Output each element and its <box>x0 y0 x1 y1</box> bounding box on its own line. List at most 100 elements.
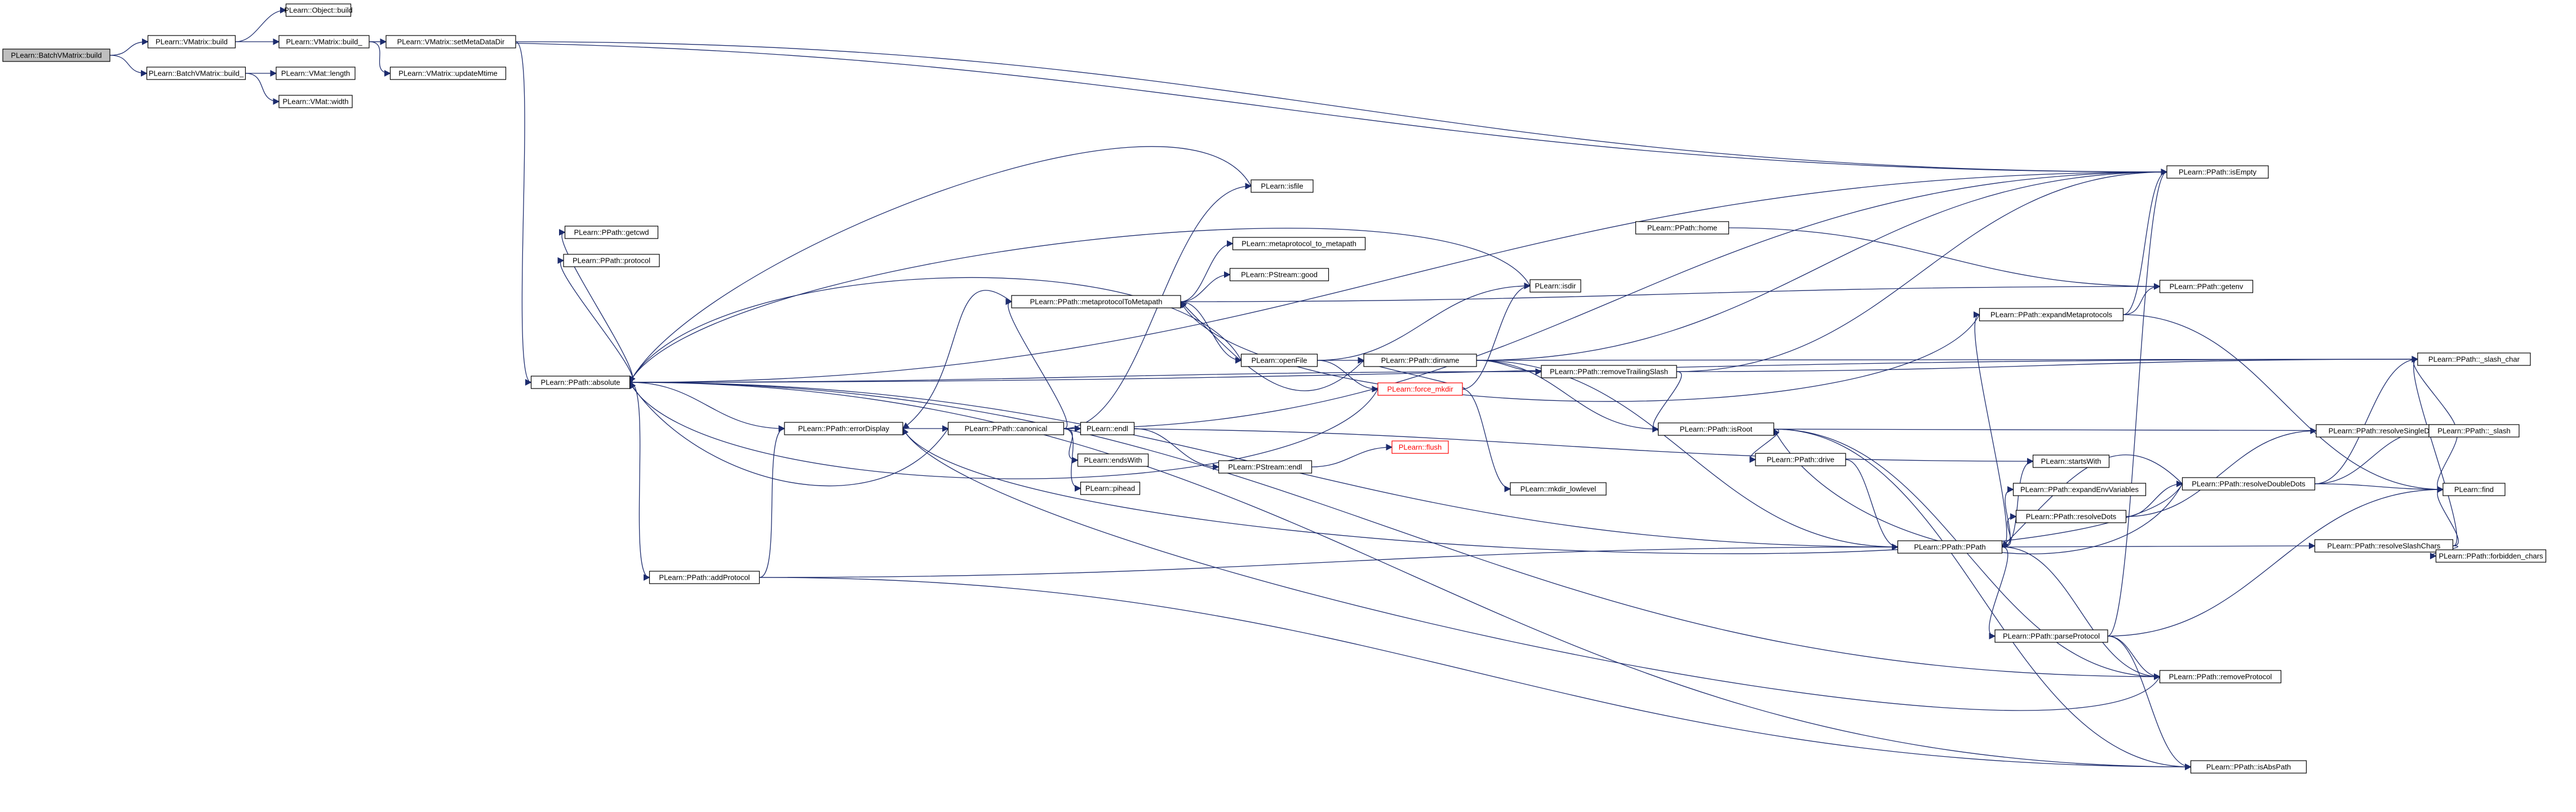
function-node-label: PLearn::pihead <box>1085 484 1135 493</box>
function-node[interactable]: PLearn::startsWith <box>2032 454 2110 468</box>
function-node[interactable]: PLearn::find <box>2442 483 2506 496</box>
function-node[interactable]: PLearn::isfile <box>1251 179 1314 193</box>
function-node[interactable]: PLearn::VMat::length <box>276 67 356 80</box>
function-node[interactable]: PLearn::PPath::resolveDots <box>2015 510 2127 523</box>
function-node-box <box>1218 460 1313 474</box>
function-node[interactable]: PLearn::PPath::canonical <box>947 422 1065 435</box>
function-node[interactable]: PLearn::openFile <box>1240 354 1318 367</box>
call-edge-n40-n18 <box>1180 301 1980 402</box>
function-node-label: PLearn::PPath::expandMetaprotocols <box>1990 311 2113 319</box>
function-node[interactable]: PLearn::PPath::absolute <box>530 376 631 389</box>
function-node[interactable]: PLearn::PPath::resolveSlashChars <box>2314 539 2454 553</box>
call-edge-n9-n12 <box>629 382 786 432</box>
function-node-label: PLearn::startsWith <box>2041 457 2101 466</box>
function-node[interactable]: PLearn::PPath::errorDisplay <box>784 422 903 435</box>
function-node[interactable]: PLearn::PStream::endl <box>1218 460 1313 474</box>
function-node[interactable]: PLearn::PPath::removeProtocol <box>2159 670 2282 683</box>
function-node[interactable]: PLearn::isdir <box>1529 279 1581 293</box>
function-node[interactable]: PLearn::PPath::PPath <box>1897 540 2003 554</box>
call-edge-n36-n44 <box>2126 427 2317 517</box>
function-node[interactable]: PLearn::metaprotocol_to_metapath <box>1232 237 1366 250</box>
function-node-box <box>2166 165 2269 179</box>
function-node-label: PLearn::BatchVMatrix::build_ <box>149 69 244 78</box>
function-node[interactable]: PLearn::PPath::home <box>1635 221 1730 235</box>
function-node[interactable]: PLearn::PPath::drive <box>1755 453 1846 466</box>
function-node[interactable]: PLearn::VMatrix::build <box>147 35 236 48</box>
function-node[interactable]: PLearn::VMatrix::build_ <box>278 35 370 48</box>
function-node-label: PLearn::PPath::resolveDoubleDots <box>2192 480 2305 488</box>
function-node[interactable]: PLearn::PPath::isEmpty <box>2166 165 2269 179</box>
function-node-box <box>2159 670 2282 683</box>
function-node[interactable]: PLearn::PPath::_slash <box>2428 424 2520 438</box>
call-edge-n0-n2 <box>109 55 148 77</box>
function-node-box <box>1529 279 1581 293</box>
call-edge-n44-n43 <box>2411 356 2456 431</box>
function-node-box <box>1232 237 1366 250</box>
function-node-box <box>2012 483 2147 496</box>
function-node[interactable]: PLearn::VMatrix::updateMtime <box>389 67 507 80</box>
function-node-label: PLearn::VMatrix::updateMtime <box>398 69 498 78</box>
function-node[interactable]: PLearn::PPath::resolveDoubleDots <box>2182 477 2316 491</box>
edge-layer <box>109 7 2459 770</box>
function-node[interactable]: PLearn::pihead <box>1080 482 1141 495</box>
function-node[interactable]: PLearn::BatchVMatrix::build_ <box>146 67 246 80</box>
call-edge-n14-n22 <box>1063 428 1081 492</box>
function-node[interactable]: PLearn::VMat::width <box>278 95 353 108</box>
function-node-box <box>947 422 1065 435</box>
function-node[interactable]: PLearn::PPath::addProtocol <box>649 571 760 584</box>
call-edge-n9-n30 <box>629 368 1542 383</box>
function-node-box <box>1635 221 1730 235</box>
function-node[interactable]: PLearn::PPath::protocol <box>563 254 660 267</box>
function-node[interactable]: PLearn::endsWith <box>1077 453 1149 467</box>
call-edge-n5-n9 <box>515 41 532 386</box>
function-node-box <box>1240 354 1318 367</box>
function-node-box <box>2159 280 2254 293</box>
function-node-label: PLearn::PPath::PPath <box>1914 543 1985 551</box>
function-node[interactable]: PLearn::PPath::getcwd <box>564 226 659 239</box>
function-node-box <box>530 376 631 389</box>
function-node[interactable]: PLearn::PPath::_slash_char <box>2417 352 2531 366</box>
function-node-label: PLearn::PPath::removeTrailingSlash <box>1550 368 1668 376</box>
function-node-box <box>1080 482 1141 495</box>
call-edge-n9-n11 <box>557 257 633 383</box>
root-function-node[interactable]: PLearn::BatchVMatrix::build <box>2 48 110 62</box>
function-node-label: PLearn::PPath::removeProtocol <box>2169 673 2272 681</box>
function-node[interactable]: PLearn::PPath::dirname <box>1363 354 1477 367</box>
call-edge-n37-n47 <box>2107 486 2444 637</box>
call-edge-n15-n9 <box>629 146 1252 383</box>
function-node[interactable]: PLearn::mkdir_lowlevel <box>1510 482 1607 496</box>
function-node[interactable]: PLearn::PStream::good <box>1229 268 1329 281</box>
function-node[interactable]: PLearn::PPath::forbidden_chars <box>2435 549 2547 563</box>
call-edge-n29-n42 <box>1728 227 2161 290</box>
function-node[interactable]: PLearn::PPath::isAbsPath <box>2190 760 2307 774</box>
call-edge-n32-n33 <box>1845 459 1899 550</box>
function-node-box <box>2190 760 2307 774</box>
function-node-label: PLearn::PPath::forbidden_chars <box>2438 552 2543 561</box>
function-node-label: PLearn::flush <box>1399 443 1442 452</box>
function-node[interactable]: PLearn::Object::build <box>284 3 353 17</box>
function-node[interactable]: PLearn::force_mkdir <box>1377 382 1463 396</box>
function-node[interactable]: PLearn::PPath::expandEnvVariables <box>2012 483 2147 496</box>
call-edge-n27-n25 <box>1462 283 1531 390</box>
function-node[interactable]: PLearn::PPath::removeTrailingSlash <box>1541 365 1677 378</box>
function-node[interactable]: PLearn::PPath::isRoot <box>1657 422 1775 436</box>
call-edge-n13-n12 <box>759 425 786 578</box>
call-edge-n37-n41 <box>2107 169 2168 637</box>
function-node[interactable]: PLearn::VMatrix::setMetaDataDir <box>385 35 516 48</box>
function-node[interactable]: PLearn::flush <box>1391 440 1449 454</box>
call-edge-n1-n3 <box>235 7 287 42</box>
function-node[interactable]: PLearn::PPath::parseProtocol <box>1994 629 2108 643</box>
function-node[interactable]: PLearn::endl <box>1080 422 1135 435</box>
function-node-label: PLearn::VMat::length <box>281 69 350 78</box>
call-edge-n33-n37 <box>1989 546 2009 639</box>
call-edge-n18-n42 <box>1180 283 2161 302</box>
function-node[interactable]: PLearn::PPath::expandMetaprotocols <box>1979 308 2124 321</box>
function-node-label: PLearn::PPath::getenv <box>2170 283 2244 291</box>
call-edge-n30-n41 <box>1676 169 2168 372</box>
function-node[interactable]: PLearn::PPath::metaprotocolToMetapath <box>1011 295 1181 308</box>
function-node-box <box>1657 422 1775 436</box>
call-edge-n26-n31 <box>1476 360 1659 433</box>
function-node[interactable]: PLearn::PPath::getenv <box>2159 280 2254 293</box>
function-node-box <box>278 35 370 48</box>
